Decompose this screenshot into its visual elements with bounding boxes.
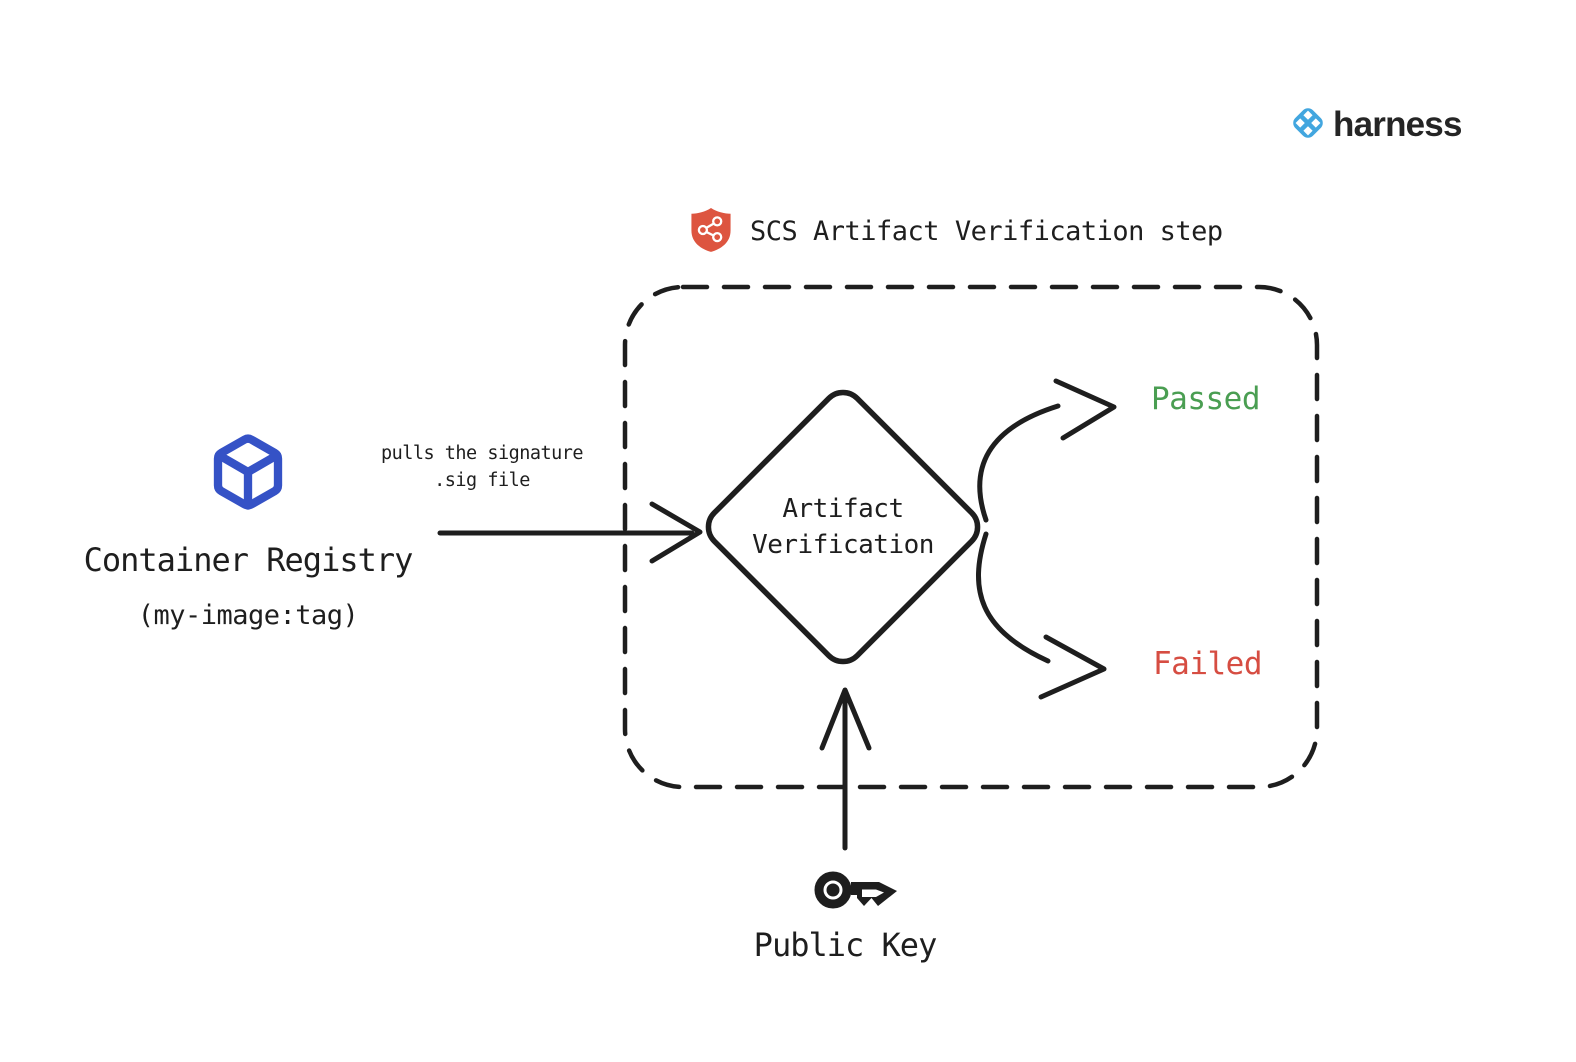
passed-outcome-label: Passed xyxy=(1151,381,1260,417)
decision-node-label: Artifact Verification xyxy=(733,491,953,563)
shield-supply-chain-icon xyxy=(690,206,732,257)
brand-logo: harness xyxy=(1288,103,1462,147)
pull-edge-label-line1: pulls the signature xyxy=(380,443,584,464)
container-cube-icon xyxy=(208,428,288,520)
container-registry-sublabel: (my-image:tag) xyxy=(137,600,359,631)
step-boundary-box xyxy=(622,284,1320,790)
pull-edge-label: pulls the signature .sig file xyxy=(352,440,612,494)
public-key-label: Public Key xyxy=(753,926,938,964)
decision-label-line1: Artifact xyxy=(782,494,904,524)
pull-edge-label-line2: .sig file xyxy=(434,470,530,491)
failed-arrow xyxy=(976,531,1107,700)
step-title-text: SCS Artifact Verification step xyxy=(750,216,1223,247)
harness-diamond-icon xyxy=(1288,103,1328,147)
step-title: SCS Artifact Verification step xyxy=(690,206,1223,257)
public-key-icon xyxy=(810,856,902,922)
pull-arrow xyxy=(437,501,703,564)
container-registry-label: Container Registry xyxy=(83,541,414,579)
decision-label-line2: Verification xyxy=(752,530,934,560)
public-key-arrow xyxy=(819,687,872,851)
decision-diamond xyxy=(705,389,981,665)
failed-outcome-label: Failed xyxy=(1153,646,1262,682)
brand-wordmark: harness xyxy=(1333,105,1462,144)
passed-arrow xyxy=(977,378,1117,523)
